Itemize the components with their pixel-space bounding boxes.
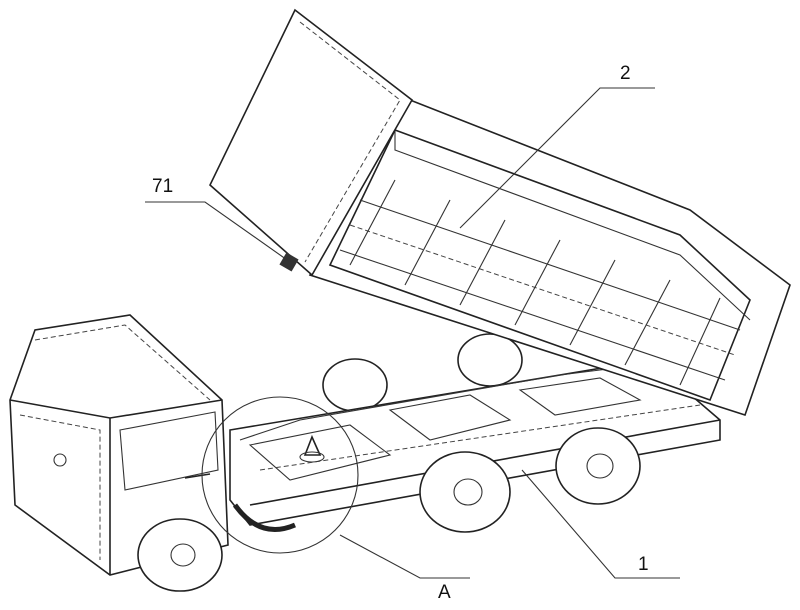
tailgate bbox=[209, 8, 414, 277]
label-2: 2 bbox=[620, 63, 631, 84]
detail-circle-a bbox=[201, 396, 359, 554]
near-wheels bbox=[137, 427, 641, 592]
far-wheels bbox=[322, 333, 523, 412]
part-71 bbox=[279, 252, 299, 272]
body-ribs bbox=[349, 179, 721, 386]
cab bbox=[9, 314, 229, 576]
hydraulic-cylinder-base bbox=[303, 434, 322, 456]
dump-body bbox=[209, 8, 791, 417]
label-a: A bbox=[438, 582, 451, 603]
label-71: 71 bbox=[152, 176, 174, 197]
label-1: 1 bbox=[638, 554, 649, 575]
leader-lines bbox=[145, 87, 680, 579]
